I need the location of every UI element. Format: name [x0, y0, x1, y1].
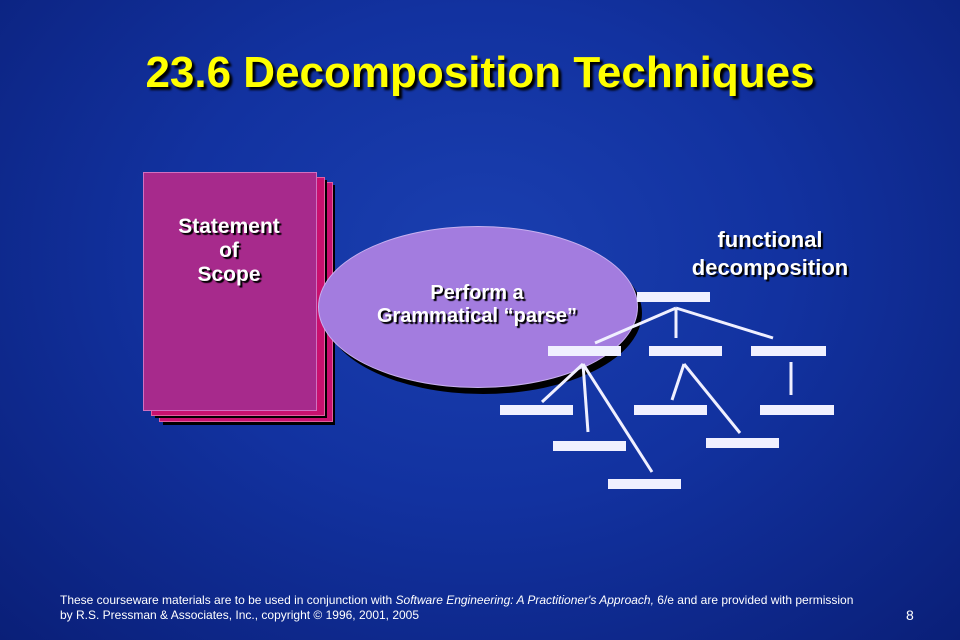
tree-edge-mid-a — [670, 363, 686, 401]
functional-decomposition-label: functional decomposition — [660, 226, 880, 282]
tree-node-level2-b — [634, 405, 707, 415]
tree-node-level2-e — [706, 438, 779, 448]
tree-node-root — [637, 292, 710, 302]
page-number: 8 — [906, 607, 914, 623]
book-label-line2: of — [219, 239, 239, 262]
book-front-page — [143, 172, 317, 411]
tree-nodes — [500, 292, 834, 489]
tree-node-level3-a — [608, 479, 681, 489]
statement-of-scope-label: Statement of Scope — [143, 215, 315, 287]
tree-node-level2-a — [500, 405, 573, 415]
tree-node-level2-c — [760, 405, 834, 415]
tree-edges — [540, 306, 793, 473]
copyright-footer: These courseware materials are to be use… — [60, 593, 860, 623]
func-label-line2: decomposition — [691, 255, 849, 280]
footer-text-mid: 6/e and are provided with permission by … — [60, 593, 854, 622]
tree-edge-mid-b — [682, 363, 742, 434]
tree-node-level1-middle — [649, 346, 722, 356]
tree-node-level2-d — [553, 441, 626, 451]
book-label-line1: Statement — [178, 215, 280, 238]
slide-title: 23.6 Decomposition Techniques — [145, 48, 815, 97]
footer-book-title: Software Engineering: A Practitioner's A… — [395, 593, 654, 607]
parse-label: Perform a Grammatical “parse” — [318, 282, 636, 328]
footer-text-pre: These courseware materials are to be use… — [60, 593, 396, 607]
func-label-line1: functional — [717, 227, 823, 252]
tree-node-level1-left — [548, 346, 621, 356]
tree-node-level1-right — [751, 346, 826, 356]
parse-label-line1: Perform a — [430, 282, 524, 304]
tree-edge-root-right — [675, 306, 774, 340]
parse-label-line2: Grammatical “parse” — [376, 305, 578, 327]
tree-edge-left-c — [581, 363, 654, 473]
book-label-line3: Scope — [197, 263, 261, 286]
parse-ellipse — [318, 226, 638, 388]
tree-edge-left-b — [581, 363, 590, 433]
tree-edge-root-left — [594, 306, 677, 345]
tree-edge-left-a — [540, 362, 585, 404]
